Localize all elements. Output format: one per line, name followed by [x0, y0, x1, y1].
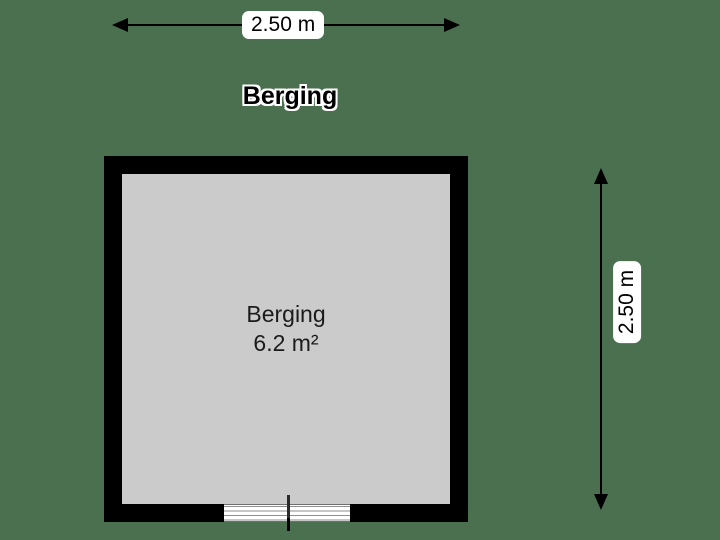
horizontal-dimension-label: 2.50 m — [242, 11, 325, 39]
door-center-post-lower — [287, 518, 290, 531]
arrow-left-icon — [112, 18, 128, 32]
door-center-post — [287, 495, 290, 531]
vertical-dimension-label: 2.50 m — [613, 260, 642, 344]
arrow-right-icon — [444, 18, 460, 32]
room-label: Berging 6.2 m² — [122, 300, 450, 358]
room-floor — [122, 174, 450, 504]
page-title: Berging — [242, 82, 338, 110]
room-name: Berging — [246, 301, 326, 327]
room-area: 6.2 m² — [253, 330, 319, 356]
sliding-door[interactable] — [224, 495, 350, 531]
arrow-up-icon — [594, 168, 608, 184]
arrow-down-icon — [594, 494, 608, 510]
vertical-dimension-arrow — [592, 168, 610, 510]
dimension-line — [600, 178, 602, 500]
